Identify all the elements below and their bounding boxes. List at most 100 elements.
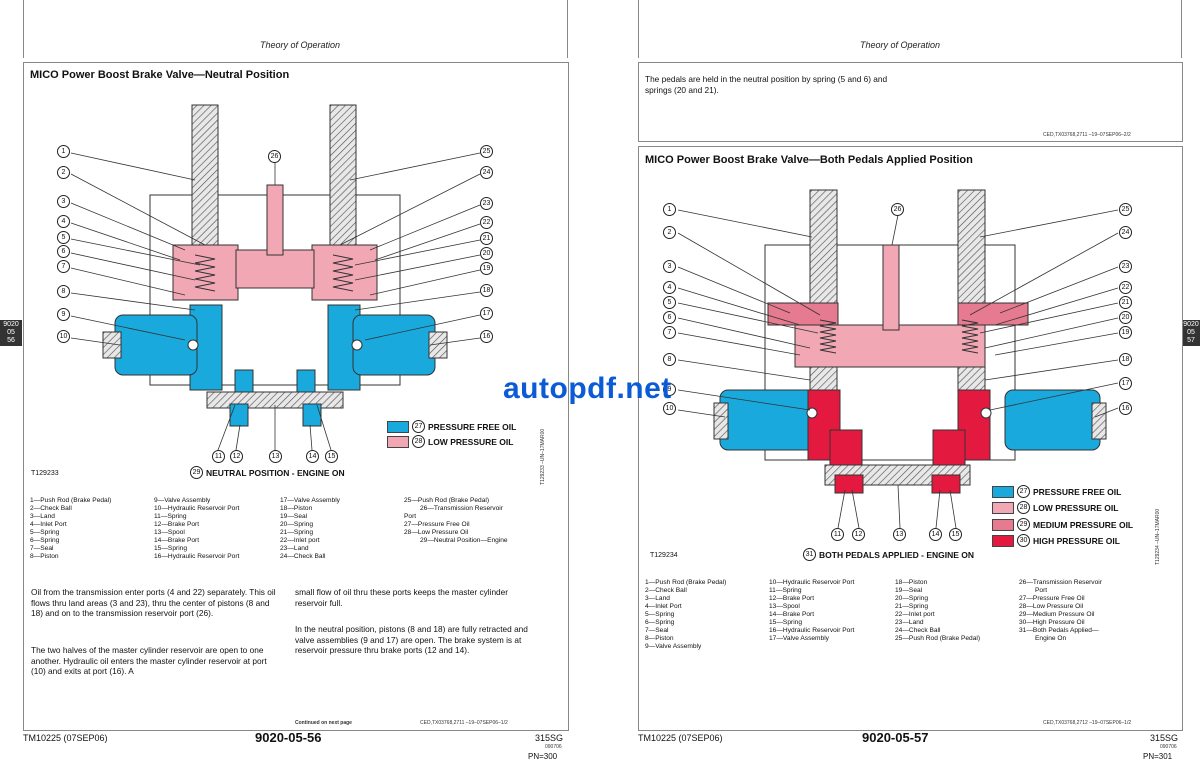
left-header-title: Theory of Operation (259, 40, 341, 50)
callout-14: 14 (306, 450, 319, 463)
callout-18: 18 (480, 284, 493, 297)
left-paragraph-1: Oil from the transmission enter ports (4… (31, 587, 276, 618)
callout-26: 26 (268, 150, 281, 163)
right-page-number: 9020-05-57 (862, 730, 929, 745)
left-vertical-id: T129233 –UN–17MAR00 (540, 428, 546, 485)
callout-24: 24 (480, 166, 493, 179)
left-ced: CED,TX03768,2711 –19–07SEP06–1/2 (420, 720, 508, 726)
callout-5: 5 (57, 231, 70, 244)
left-parts-col4: 25—Push Rod (Brake Pedal)26—Transmission… (404, 497, 508, 544)
callout-16: 16 (480, 330, 493, 343)
right-header-rule-right (1181, 0, 1182, 58)
callout-6: 6 (57, 245, 70, 258)
callout-15: 15 (325, 450, 338, 463)
callout-11: 11 (831, 528, 844, 541)
callout-12: 12 (230, 450, 243, 463)
callout-2: 2 (663, 226, 676, 239)
callout-4: 4 (663, 281, 676, 294)
callout-6: 6 (663, 311, 676, 324)
callout-23: 23 (480, 197, 493, 210)
right-pn: PN=301 (1143, 752, 1173, 761)
left-pn: PN=300 (528, 752, 558, 761)
callout-18: 18 (1119, 353, 1132, 366)
left-header-rule-right (567, 0, 568, 58)
callout-20: 20 (480, 247, 493, 260)
callout-26: 26 (891, 203, 904, 216)
callout-10: 10 (663, 402, 676, 415)
callout-17: 17 (1119, 377, 1132, 390)
swatch-pink (387, 435, 409, 448)
right-header-rule (638, 0, 639, 58)
callout-8: 8 (663, 353, 676, 366)
left-figure-id: T129233 (31, 470, 59, 477)
right-intro-box (638, 62, 1183, 142)
left-neutral-diagram (70, 104, 481, 451)
callout-22: 22 (1119, 281, 1132, 294)
left-continued: Continued on next page (295, 720, 352, 726)
right-footer-small: 090706 (1160, 744, 1177, 750)
callout-9: 9 (57, 308, 70, 321)
left-page-number: 9020-05-56 (255, 730, 322, 745)
left-footer-model: 315SG (535, 733, 564, 743)
left-header-rule (23, 0, 24, 58)
callout-9: 9 (663, 383, 676, 396)
callout-22: 22 (480, 216, 493, 229)
callout-7: 7 (57, 260, 70, 273)
callout-3: 3 (663, 260, 676, 273)
callout-25: 25 (480, 145, 493, 158)
watermark-text: autopdf.net (503, 372, 672, 405)
callout-12: 12 (852, 528, 865, 541)
left-paragraph-2: The two halves of the master cylinder re… (31, 645, 267, 676)
right-footer-model: 315SG (1150, 733, 1179, 743)
callout-23: 23 (1119, 260, 1132, 273)
callout-7: 7 (663, 326, 676, 339)
right-vertical-id: T129234 –UN–17MAR00 (1155, 508, 1161, 565)
right-intro-text: The pedals are held in the neutral posit… (645, 74, 888, 95)
callout-13: 13 (269, 450, 282, 463)
right-ced-top: CED,TX03768,2711 –19–07SEP06–2/2 (1043, 132, 1131, 138)
callout-8: 8 (57, 285, 70, 298)
callout-3: 3 (57, 195, 70, 208)
left-paragraph-4: In the neutral position, pistons (8 and … (295, 624, 528, 655)
right-applied-diagram (677, 189, 1119, 529)
right-ced: CED,TX03768,2712 –19–07SEP06–1/2 (1043, 720, 1132, 726)
left-paragraph-3: small flow of oil thru these ports keeps… (295, 587, 509, 608)
callout-2: 2 (57, 166, 70, 179)
callout-15: 15 (949, 528, 962, 541)
callout-16: 16 (1119, 402, 1132, 415)
right-section-title: MICO Power Boost Brake Valve—Both Pedals… (645, 154, 973, 166)
callout-25: 25 (1119, 203, 1132, 216)
right-footer-tm: TM10225 (07SEP06) (638, 733, 723, 743)
callout-10: 10 (57, 330, 70, 343)
callout-4: 4 (57, 215, 70, 228)
right-header-title: Theory of Operation (859, 40, 941, 50)
callout-1: 1 (57, 145, 70, 158)
callout-11: 11 (212, 450, 225, 463)
callout-19: 19 (1119, 326, 1132, 339)
callout-21: 21 (480, 232, 493, 245)
swatch-blue (387, 420, 409, 433)
left-section-title: MICO Power Boost Brake Valve—Neutral Pos… (30, 69, 290, 81)
callout-20: 20 (1119, 311, 1132, 324)
callout-14: 14 (929, 528, 942, 541)
callout-21: 21 (1119, 296, 1132, 309)
callout-1: 1 (663, 203, 676, 216)
callout-17: 17 (480, 307, 493, 320)
left-footer-tm: TM10225 (07SEP06) (23, 733, 108, 743)
